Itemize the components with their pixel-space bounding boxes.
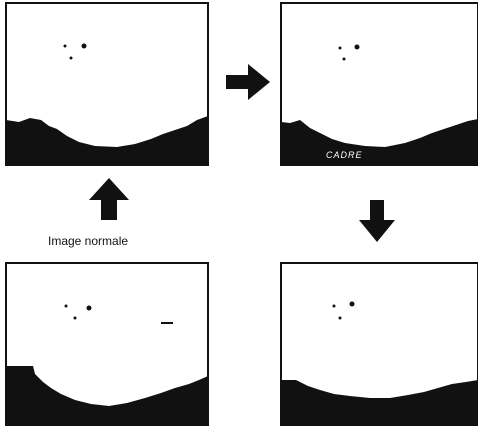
- panel-top-left: [5, 2, 209, 166]
- arrow-down-icon: [359, 200, 395, 247]
- arrow-up-icon: [89, 178, 129, 225]
- caption-image-normale: Image normale: [48, 234, 128, 248]
- panel-top-right: CADRE: [280, 2, 478, 166]
- panel-bottom-left: [5, 262, 209, 426]
- panel-bottom-right: [280, 262, 478, 426]
- panel-overlay-text: CADRE: [326, 150, 363, 160]
- arrow-right-icon: [226, 64, 270, 105]
